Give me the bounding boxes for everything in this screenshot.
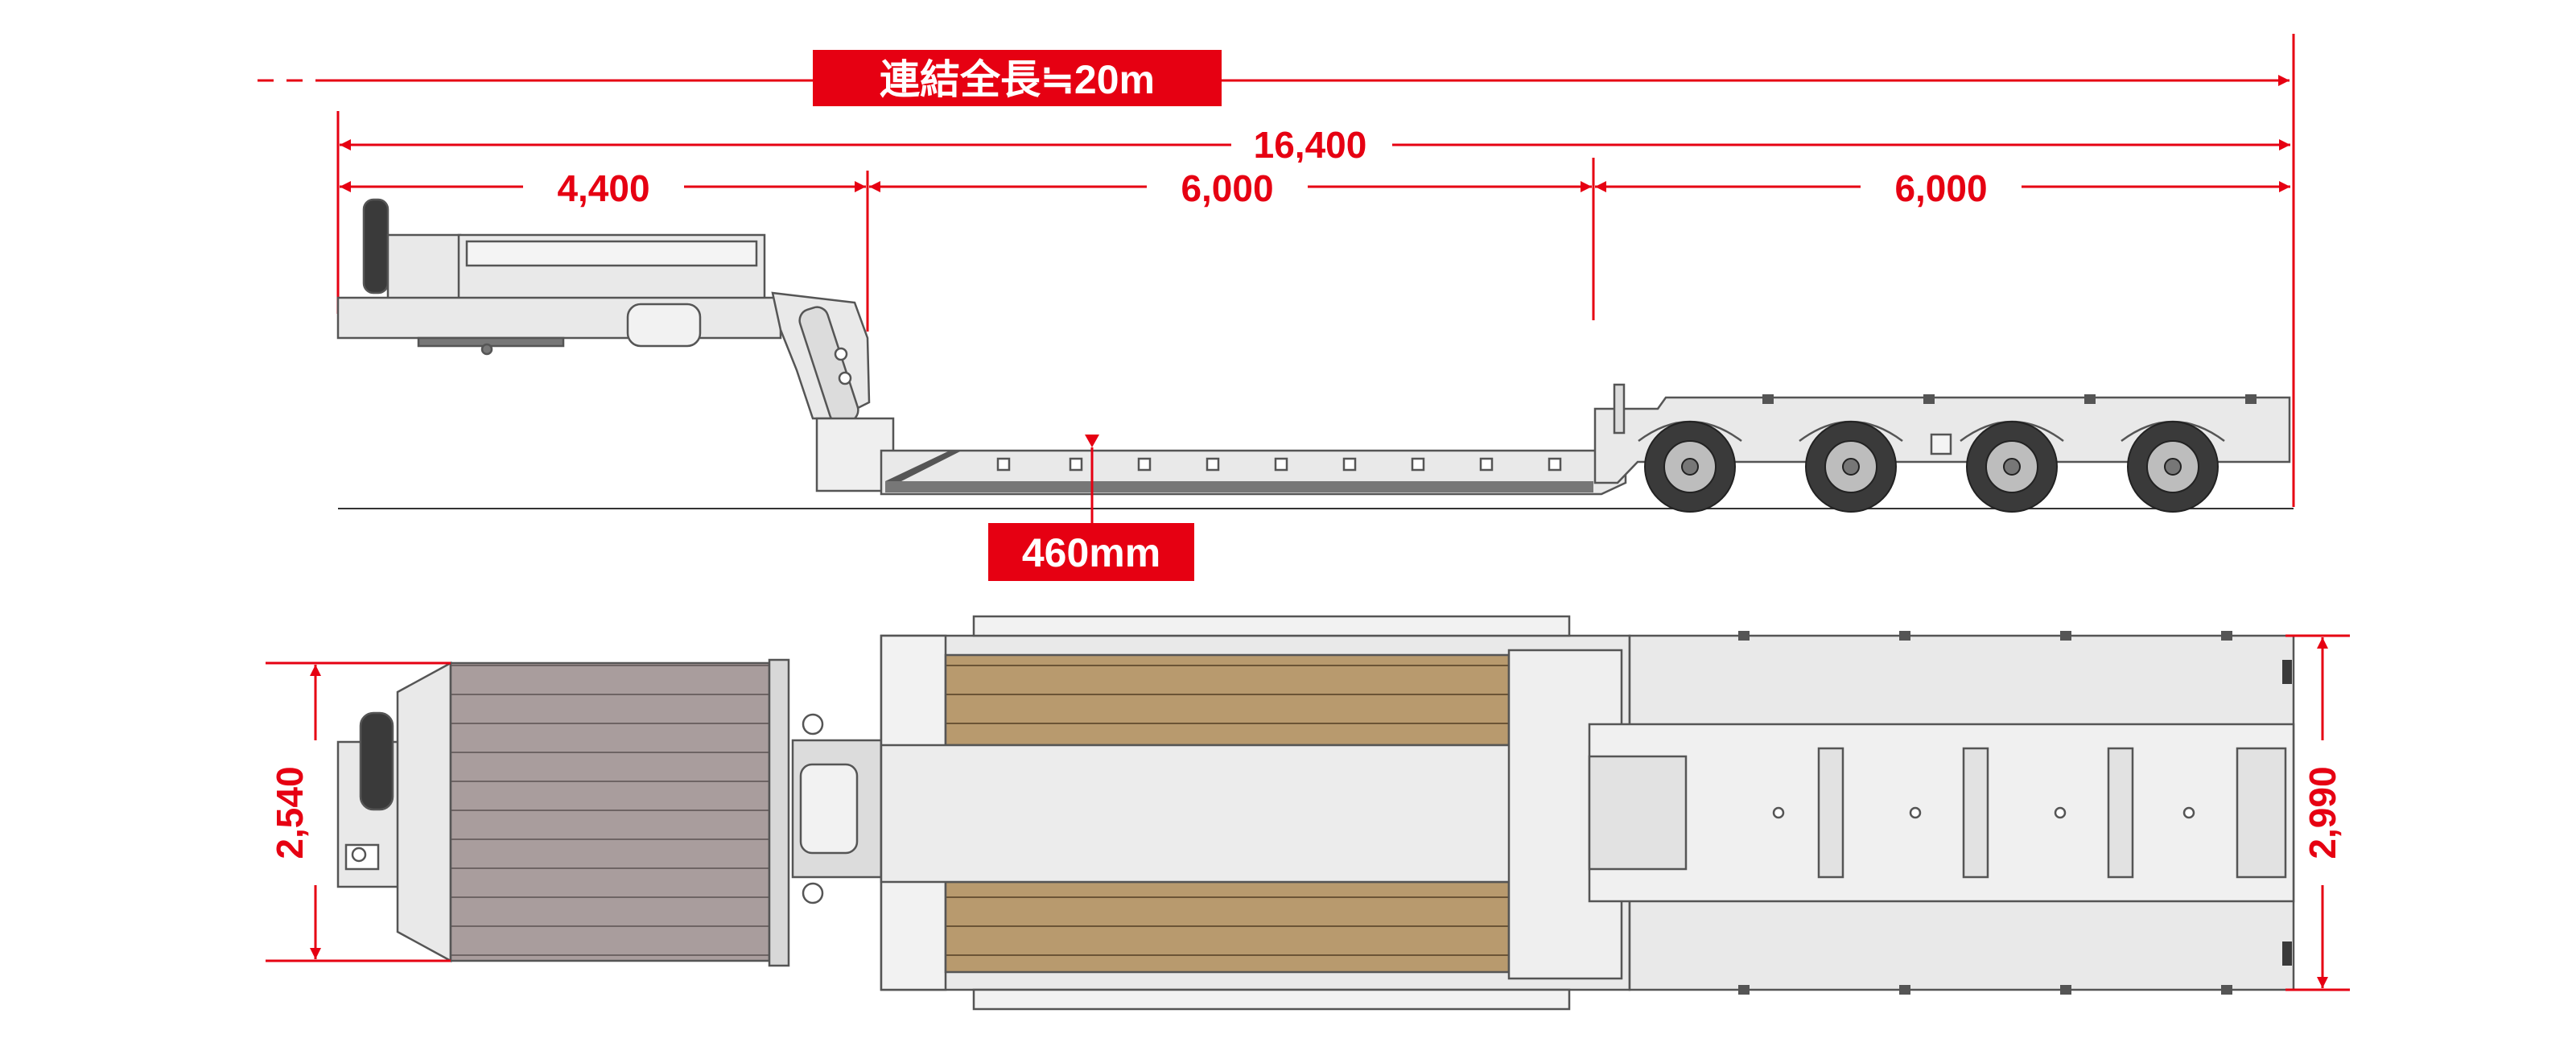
wood-deck-lower bbox=[944, 880, 1511, 974]
segment-axles-label: 6,000 bbox=[1894, 167, 1987, 209]
deck-side-rail-top bbox=[972, 615, 1571, 637]
tractor-cab-outline bbox=[396, 661, 452, 963]
spare-tire-side bbox=[362, 198, 389, 295]
segment-deck-label: 6,000 bbox=[1181, 167, 1273, 209]
tractor-cab-roof bbox=[449, 661, 771, 962]
deck-height-label: 460mm bbox=[1022, 530, 1160, 575]
wheel-1-icon bbox=[1644, 421, 1736, 513]
spare-tire-top bbox=[359, 711, 394, 811]
combined-length-label: 連結全長≒20m bbox=[880, 57, 1155, 102]
dimension-deck-height: 460mm bbox=[988, 435, 1194, 581]
wood-deck-upper bbox=[944, 653, 1511, 747]
side-view-wheels bbox=[1644, 421, 2219, 513]
wheel-2-icon bbox=[1805, 421, 1897, 513]
tractor-chassis bbox=[336, 296, 782, 340]
wheel-4-icon bbox=[2127, 421, 2219, 513]
dimension-trailer-width: 2,990 bbox=[2285, 634, 2350, 991]
deck-side-rail-bottom bbox=[972, 988, 1571, 1011]
dimension-total-length: 16,400 bbox=[340, 121, 2290, 167]
tractor-width-label: 2,540 bbox=[269, 766, 311, 859]
top-view-trailer bbox=[336, 615, 2295, 1011]
dimension-segments: 4,400 6,000 6,000 bbox=[340, 158, 2290, 332]
segment-tractor-label: 4,400 bbox=[557, 167, 649, 209]
trailer-width-label: 2,990 bbox=[2302, 766, 2343, 859]
total-length-label: 16,400 bbox=[1254, 124, 1367, 166]
bogie-center bbox=[1588, 723, 2295, 903]
fuel-tank bbox=[626, 303, 702, 348]
tractor-rear-panel bbox=[386, 233, 462, 303]
dimension-combined-length: 連結全長≒20m bbox=[258, 50, 2290, 106]
wheel-3-icon bbox=[1966, 421, 2058, 513]
side-view-trailer bbox=[336, 198, 2291, 496]
dimension-tractor-width: 2,540 bbox=[266, 661, 451, 962]
deck-center-beam bbox=[880, 744, 1631, 884]
